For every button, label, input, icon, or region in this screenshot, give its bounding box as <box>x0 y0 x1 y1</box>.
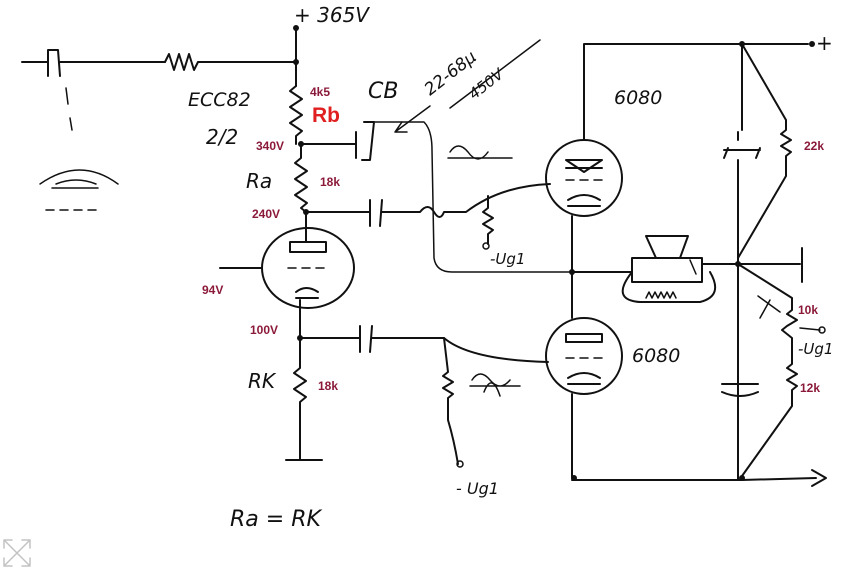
r22k-label: 22k <box>804 139 824 153</box>
ra-label: Ra <box>246 169 272 193</box>
v240-label: 240V <box>252 207 280 221</box>
tube-driver-label: ECC82 <box>188 89 251 111</box>
rk-value: 18k <box>318 379 338 393</box>
signal-sketch-top <box>447 145 513 160</box>
tube-driver-section: 2/2 <box>206 125 238 149</box>
cb-underline <box>449 39 541 109</box>
supply-label: + 365V <box>294 3 370 27</box>
v94-label: 94V <box>202 283 223 297</box>
bias-bottom-label: - Ug1 <box>456 479 499 498</box>
v340-label: 340V <box>256 139 284 153</box>
r10k-label: 10k <box>798 303 818 317</box>
ground-right <box>737 247 803 283</box>
junction-node <box>293 59 299 65</box>
bias-top-network <box>482 195 494 245</box>
r12k-label: 12k <box>800 381 820 395</box>
cap-right-bottom <box>721 377 759 397</box>
margin-sketch <box>39 169 119 211</box>
coupling-cap-top <box>305 183 551 227</box>
cb-voltage: 450V <box>465 64 508 103</box>
bias-right-label: -Ug1 <box>798 340 833 358</box>
plus-terminal-label: + <box>816 31 833 55</box>
rk-label: RK <box>248 369 277 393</box>
supply-node <box>293 25 299 31</box>
r22k-resistor <box>737 43 792 259</box>
coupling-cap-bottom <box>299 325 549 363</box>
expand-icon <box>3 539 31 567</box>
rb-value: 4k5 <box>310 85 330 99</box>
right-rail <box>737 43 743 481</box>
rk-resistor <box>293 337 307 461</box>
cb-capacitor <box>300 121 375 161</box>
cap-right-top <box>723 131 761 159</box>
cb-arrow <box>394 105 431 133</box>
output-transformer <box>621 235 717 303</box>
rb-label: Rb <box>312 104 340 127</box>
ra-resistor <box>294 143 308 213</box>
cb-label: CB <box>368 79 398 104</box>
top-rail <box>583 43 809 141</box>
input-resistor <box>164 53 297 71</box>
ecc82-tube <box>219 227 355 309</box>
6080-tube-top <box>545 139 623 217</box>
bias-top-label: -Ug1 <box>490 250 525 268</box>
ra-value: 18k <box>320 175 340 189</box>
v100-label: 100V <box>250 323 278 337</box>
tube-out-top-label: 6080 <box>614 87 662 109</box>
6080-tube-bottom <box>545 317 623 395</box>
input-jack <box>21 49 166 131</box>
bias-bottom-network <box>442 337 459 465</box>
bottom-rail <box>571 477 817 481</box>
rb-resistor <box>289 85 303 145</box>
signal-sketch-bottom <box>469 373 521 397</box>
equation-label: Ra = RK <box>230 507 322 532</box>
tube-out-bottom-label: 6080 <box>632 345 680 367</box>
r10k-pot <box>737 263 798 477</box>
